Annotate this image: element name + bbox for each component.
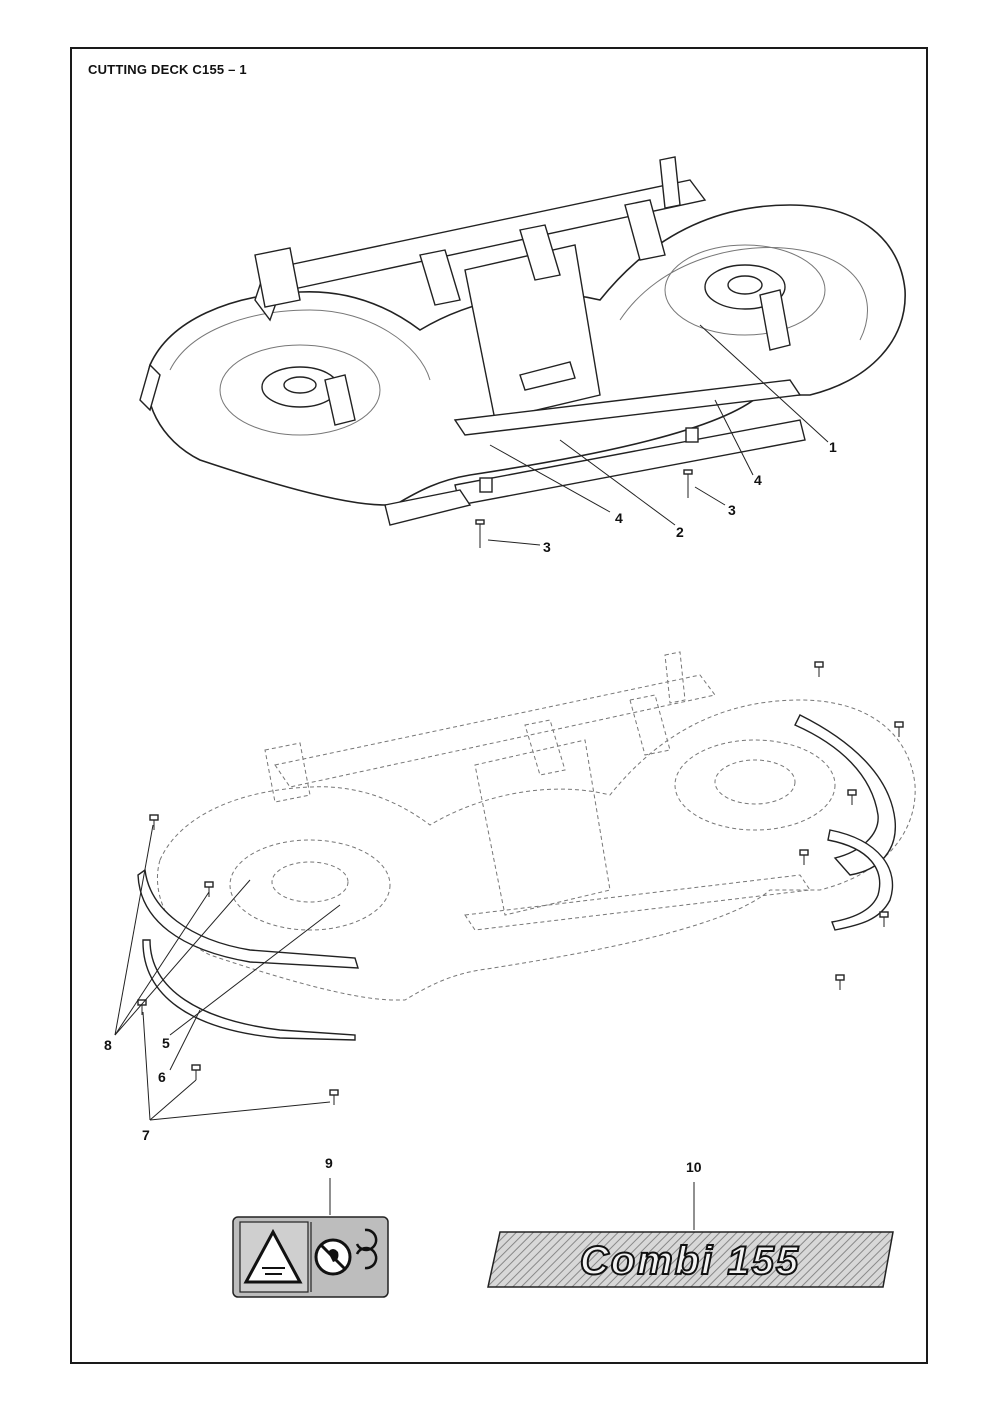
callout-3a: 3 — [728, 502, 736, 518]
no-hands-blade-icon — [314, 1228, 378, 1276]
screw-icon — [329, 1089, 339, 1105]
screw-icon — [799, 849, 809, 865]
cutting-deck-assembly-ghost — [156, 651, 916, 1001]
callout-5: 5 — [162, 1035, 170, 1051]
screw-icon — [847, 789, 857, 805]
screw-icon — [835, 974, 845, 990]
callout-1: 1 — [829, 439, 837, 455]
callout-9: 9 — [325, 1155, 333, 1171]
combi-155-text: Combi 155 — [580, 1239, 800, 1283]
bolt-icon — [683, 469, 693, 498]
cutting-deck-assembly-top — [139, 156, 906, 548]
callout-3b: 3 — [543, 539, 551, 555]
callout-8: 8 — [104, 1037, 112, 1053]
screw-icon — [894, 721, 904, 737]
drawing-frame — [70, 47, 928, 1364]
screw-icon — [191, 1064, 201, 1080]
warning-decal — [232, 1216, 389, 1298]
callout-4b: 4 — [615, 510, 623, 526]
bolt-icon — [475, 519, 485, 548]
combi-155-decal: Combi 155 — [487, 1231, 894, 1288]
page-title: CUTTING DECK C155 – 1 — [88, 62, 247, 77]
bumper-rail-left — [137, 868, 359, 1041]
warning-triangle-icon — [243, 1228, 303, 1284]
screw-icon — [204, 881, 214, 897]
screw-icon — [137, 999, 147, 1015]
callout-2: 2 — [676, 524, 684, 540]
screw-icon — [814, 661, 824, 677]
screw-icon — [149, 814, 159, 830]
callout-6: 6 — [158, 1069, 166, 1085]
screw-icon — [879, 911, 889, 927]
callout-4a: 4 — [754, 472, 762, 488]
bumper-rail-right — [794, 714, 896, 931]
callout-7: 7 — [142, 1127, 150, 1143]
callout-10: 10 — [686, 1159, 702, 1175]
